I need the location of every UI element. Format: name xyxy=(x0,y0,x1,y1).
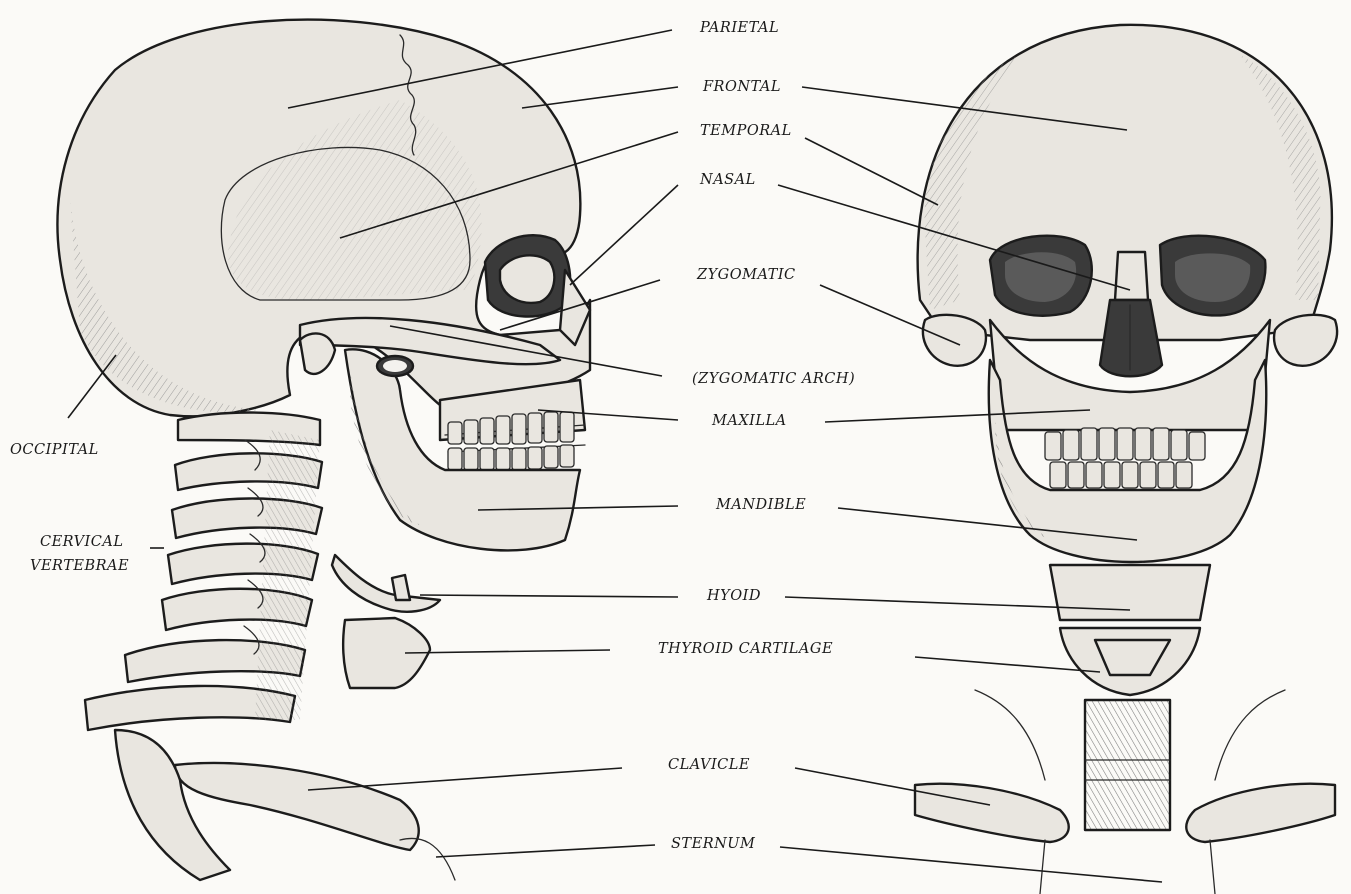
label-vertebrae: VERTEBRAE xyxy=(30,558,129,574)
label-parietal: PARIETAL xyxy=(699,20,779,36)
label-maxilla: MAXILLA xyxy=(711,413,787,429)
side-skull xyxy=(57,20,590,551)
label-occipital: OCCIPITAL xyxy=(10,442,99,458)
label-zygomatic: ZYGOMATIC xyxy=(696,267,796,283)
label-zygomatic-arch: (ZYGOMATIC ARCH) xyxy=(692,371,855,387)
label-temporal: TEMPORAL xyxy=(700,123,792,139)
front-teeth xyxy=(1045,428,1205,488)
side-hyoid xyxy=(332,555,440,612)
label-cervical: CERVICAL xyxy=(40,534,123,550)
side-clavicle xyxy=(115,730,455,880)
front-neck xyxy=(1050,565,1210,830)
label-thyroid-cartilage: THYROID CARTILAGE xyxy=(658,641,833,657)
label-sternum: STERNUM xyxy=(671,836,756,852)
label-frontal: FRONTAL xyxy=(702,79,781,95)
label-clavicle: CLAVICLE xyxy=(668,757,750,773)
label-nasal: NASAL xyxy=(699,172,756,188)
label-hyoid: HYOID xyxy=(706,588,761,604)
front-skull xyxy=(918,25,1337,562)
label-mandible: MANDIBLE xyxy=(715,497,806,513)
